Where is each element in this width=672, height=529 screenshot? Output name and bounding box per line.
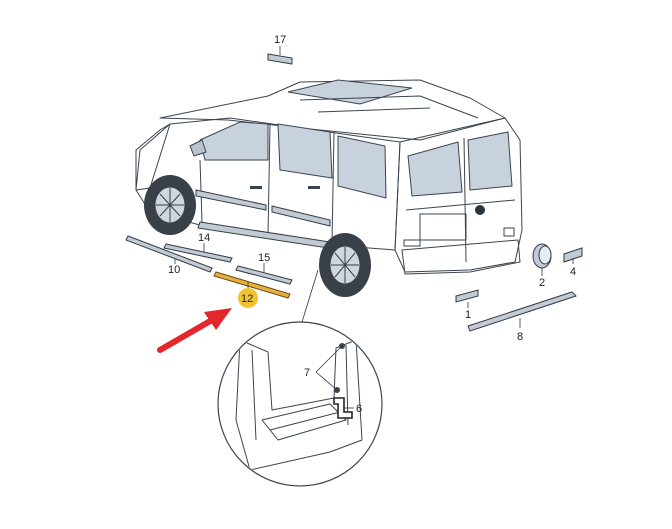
rear-right-window (467, 131, 513, 191)
part-8-rear-moulding (467, 291, 577, 332)
callout-8: 8 (517, 331, 523, 343)
rear-door-seam (405, 137, 516, 263)
callout-15: 15 (258, 252, 270, 264)
sliding-door-handle (308, 186, 320, 189)
rear-reflector-left (403, 239, 421, 247)
callout-4: 4 (570, 266, 576, 278)
callout-1: 1 (465, 309, 471, 321)
callout-12-badge (238, 288, 258, 308)
part-10-moulding (125, 235, 213, 273)
side-mirror (189, 139, 207, 157)
part-17-strip (267, 53, 293, 65)
part-1-strip (455, 289, 479, 303)
van-illustration (135, 79, 523, 297)
detail-sill (261, 403, 347, 441)
red-arrow-indicator (157, 308, 232, 353)
part-15-moulding (235, 265, 293, 285)
sliding-door-window (277, 123, 333, 179)
callout-17: 17 (274, 34, 286, 46)
callout-12: 12 (241, 293, 253, 305)
front-wheel (144, 175, 196, 235)
part-2-emblem (532, 243, 552, 269)
front-door-handle (250, 186, 262, 189)
roof-rail (299, 95, 479, 119)
license-plate-area (419, 213, 467, 241)
detail-inset (217, 321, 383, 487)
part-4-badge-strip (563, 247, 583, 263)
rear-emblem (475, 205, 485, 215)
sunroof-glass (287, 79, 413, 105)
rear-bumper (401, 239, 521, 275)
callout-10: 10 (168, 264, 180, 276)
part-12-sill-trim (213, 271, 291, 299)
front-door-window (199, 121, 269, 161)
leader-7b (315, 371, 338, 391)
door-moulding-slide (271, 205, 331, 227)
callout-7: 7 (304, 367, 310, 379)
leader-7a (315, 345, 343, 373)
side-sill-moulding (197, 221, 331, 249)
van-rear-body (394, 117, 523, 273)
rear-left-window (407, 141, 463, 197)
rear-reflector-right (503, 227, 515, 237)
part-6-grommet (333, 397, 353, 419)
detail-circle (217, 321, 383, 487)
door-moulding-front (195, 189, 267, 211)
callout-2: 2 (539, 277, 545, 289)
part-14-moulding (163, 243, 233, 263)
rear-wheel (319, 233, 371, 297)
callout-6: 6 (356, 403, 362, 415)
van-front (135, 123, 171, 191)
detail-pointer (301, 269, 319, 323)
callout-14: 14 (198, 232, 210, 244)
rear-side-window (337, 135, 387, 199)
